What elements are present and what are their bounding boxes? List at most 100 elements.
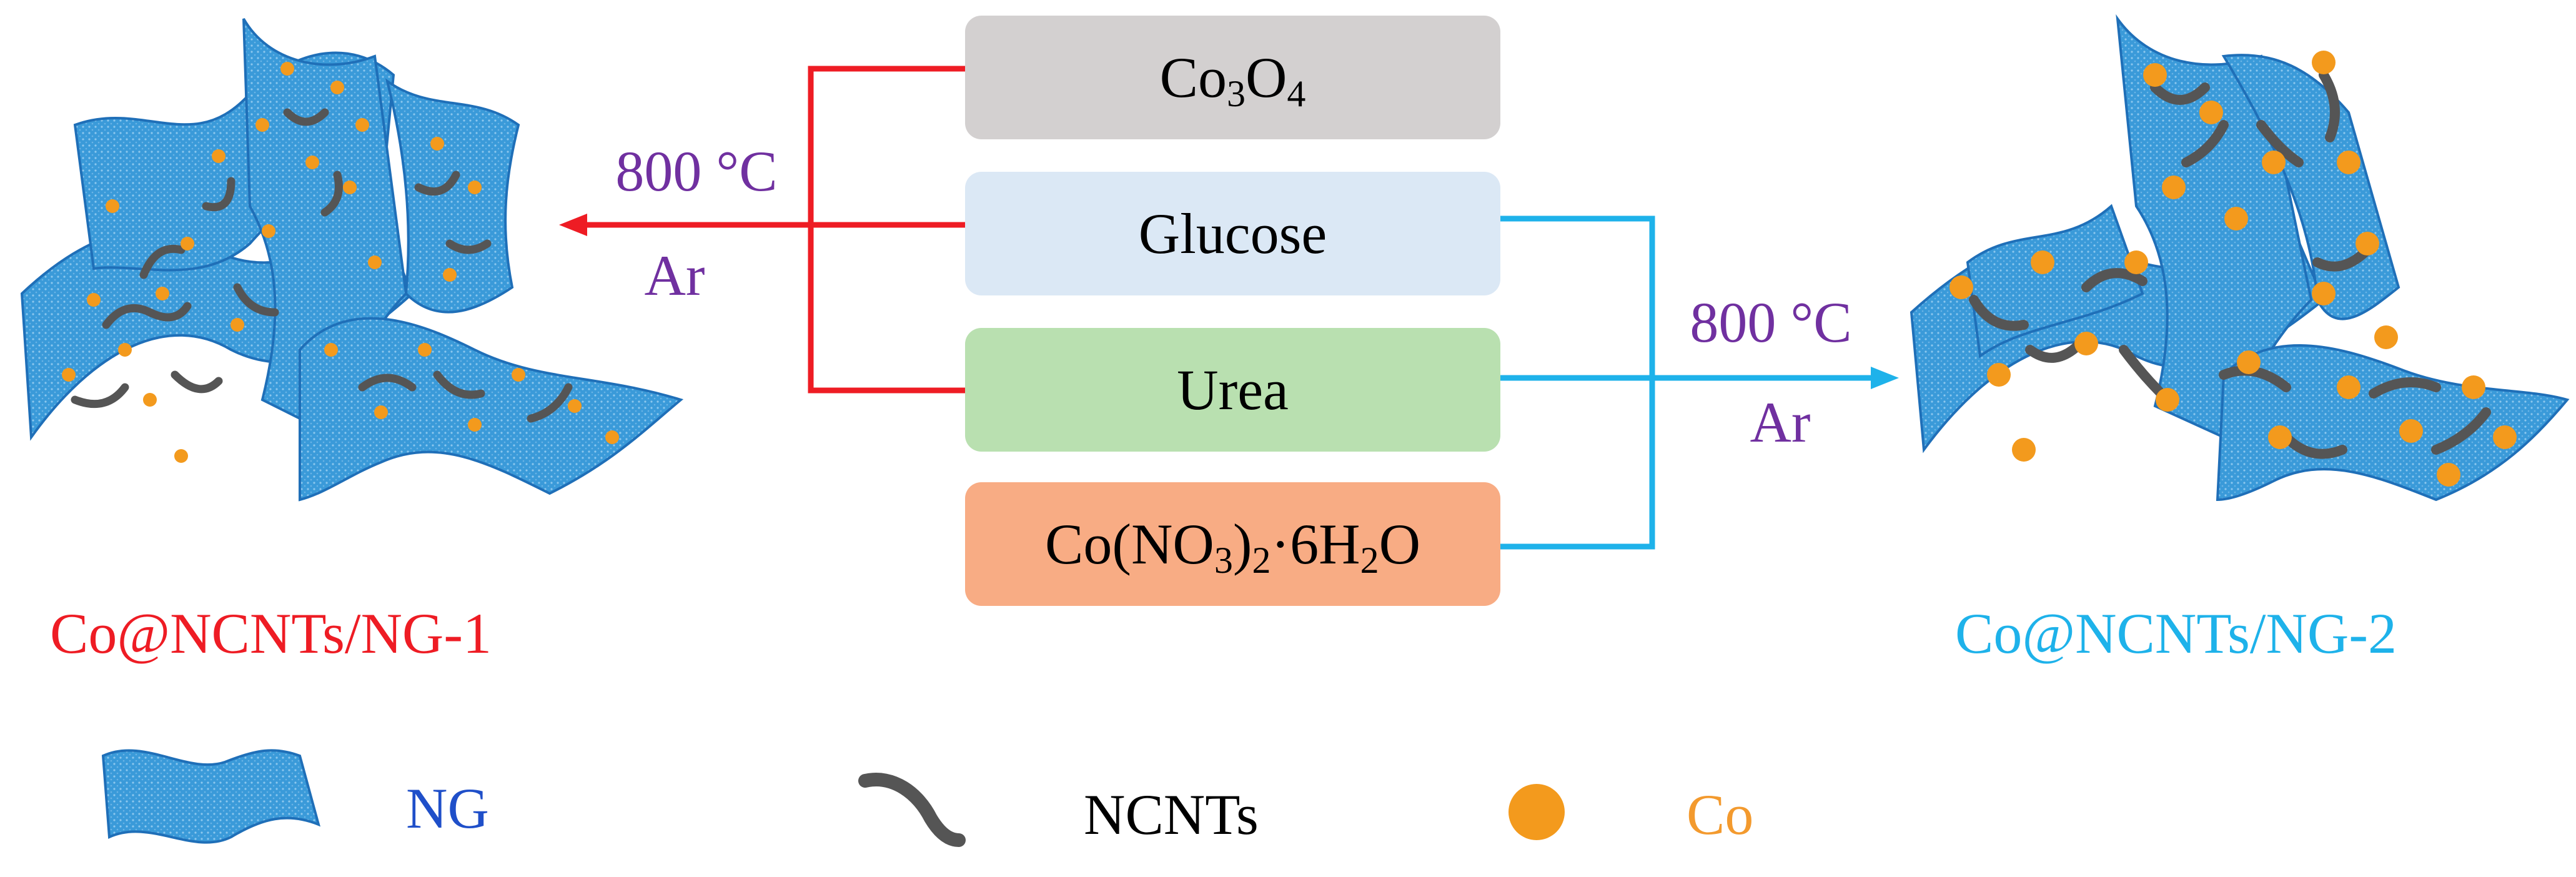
co-legend-icon <box>1508 784 1565 840</box>
ncnts-legend-icon <box>858 773 966 847</box>
ncnt-tube <box>2150 82 2210 105</box>
co-particle <box>156 287 169 300</box>
graphene-sheet <box>385 78 520 314</box>
co-particle <box>2156 388 2179 412</box>
co-particle <box>2312 282 2336 305</box>
cobalt-nitrate-label: Co(NO3)2·6H2O <box>1044 512 1421 581</box>
right-reaction-lines <box>1500 216 1880 550</box>
co-particle <box>230 318 244 332</box>
ncnt-tube <box>445 239 492 254</box>
ncnt-tube <box>171 370 223 394</box>
ncnt-tube <box>139 244 186 279</box>
co-particle <box>2012 438 2036 462</box>
ng-legend-label: NG <box>406 776 489 840</box>
urea-box: Urea <box>965 328 1500 452</box>
co-particle <box>2199 101 2223 124</box>
ncnt-tube <box>2369 377 2441 399</box>
left-temperature-label: 800 °C <box>615 139 778 203</box>
co-particle <box>262 224 275 238</box>
co-particle <box>418 343 432 357</box>
co-particle <box>2262 151 2286 174</box>
ncnt-tube <box>2256 120 2304 167</box>
right-atmosphere-label: Ar <box>1750 390 1811 454</box>
co-particle <box>2337 375 2361 399</box>
ncnt-tube <box>202 177 235 211</box>
co-particle <box>330 81 344 94</box>
co-particle <box>2493 425 2517 449</box>
ncnts-legend-label: NCNTs <box>1084 783 1259 846</box>
graphene-sheet <box>1966 204 2144 359</box>
ncnt-tube <box>2281 432 2347 459</box>
co-particle <box>605 430 619 444</box>
co-particle <box>118 343 132 357</box>
co-particle <box>2374 325 2398 349</box>
co-particle <box>374 405 388 419</box>
co-particle <box>2268 425 2292 449</box>
ncnt-tube <box>320 171 343 217</box>
co-particle <box>143 393 157 407</box>
co-particle <box>305 156 319 169</box>
co-particle <box>1987 363 2011 387</box>
co-particle <box>2031 250 2054 274</box>
right-product-label: Co@NCNTs/NG-2 <box>1955 602 2397 665</box>
ncnt-tube <box>2431 407 2491 455</box>
co-particle <box>443 268 457 282</box>
co-particle <box>355 118 369 132</box>
co-particle <box>62 368 76 382</box>
left-reaction-lines <box>575 66 965 394</box>
co-particle <box>2224 207 2248 230</box>
ncnt-tube <box>2025 339 2085 363</box>
co-particle <box>343 181 357 194</box>
ncnt-tube <box>71 383 129 409</box>
co-particle <box>2312 51 2336 74</box>
co-particle <box>1949 275 1973 299</box>
co-legend-label: Co <box>1687 783 1754 846</box>
glucose-box: Glucose <box>965 172 1500 295</box>
ncnt-tube <box>283 108 329 126</box>
ncnt-tube <box>2319 70 2340 142</box>
co-particle <box>2143 63 2167 87</box>
ng-legend-icon <box>101 749 320 844</box>
co-particle <box>2462 375 2485 399</box>
urea-label: Urea <box>1177 358 1289 422</box>
co-particle <box>280 62 294 76</box>
ncnt-tube <box>1969 295 2029 331</box>
co-particle <box>2399 419 2423 443</box>
ncnt-tube <box>527 383 573 423</box>
cobalt-nitrate-box: Co(NO3)2·6H2O <box>965 482 1500 606</box>
co-particle <box>568 399 582 413</box>
ncnt-tube <box>2081 268 2147 292</box>
right-temperature-label: 800 °C <box>1690 290 1852 354</box>
graphene-sheet <box>2216 344 2570 502</box>
co-particle <box>2124 250 2148 274</box>
left-arrow-head <box>559 214 587 236</box>
co-particle <box>2237 350 2261 374</box>
ncnt-tube <box>2119 345 2166 399</box>
co-particle <box>2356 232 2379 255</box>
co-particle <box>468 418 482 432</box>
co-particle <box>212 149 225 163</box>
left-product-structure <box>20 18 684 502</box>
graphene-sheet <box>299 317 684 502</box>
co-particle <box>324 343 338 357</box>
ncnt-tube <box>358 374 417 392</box>
co3o4-box: Co3O4 <box>965 16 1500 139</box>
ncnt-tube <box>414 171 460 196</box>
right-arrow-head <box>1871 367 1899 389</box>
co-particle <box>174 449 188 463</box>
co-particle <box>2437 463 2460 487</box>
co-particle <box>106 199 119 213</box>
co-particle <box>255 118 269 132</box>
ncnt-tube <box>2181 120 2229 167</box>
ncnt-tube <box>2312 245 2372 272</box>
co-particle <box>2162 176 2186 199</box>
right-product-structure <box>1910 14 2570 502</box>
co-particle <box>512 368 525 382</box>
co-particle <box>368 255 382 269</box>
left-product-label: Co@NCNTs/NG-1 <box>50 602 492 665</box>
left-atmosphere-label: Ar <box>644 244 705 307</box>
co3o4-label: Co3O4 <box>1159 46 1306 114</box>
co-particle <box>2074 332 2098 355</box>
glucose-label: Glucose <box>1138 202 1327 265</box>
